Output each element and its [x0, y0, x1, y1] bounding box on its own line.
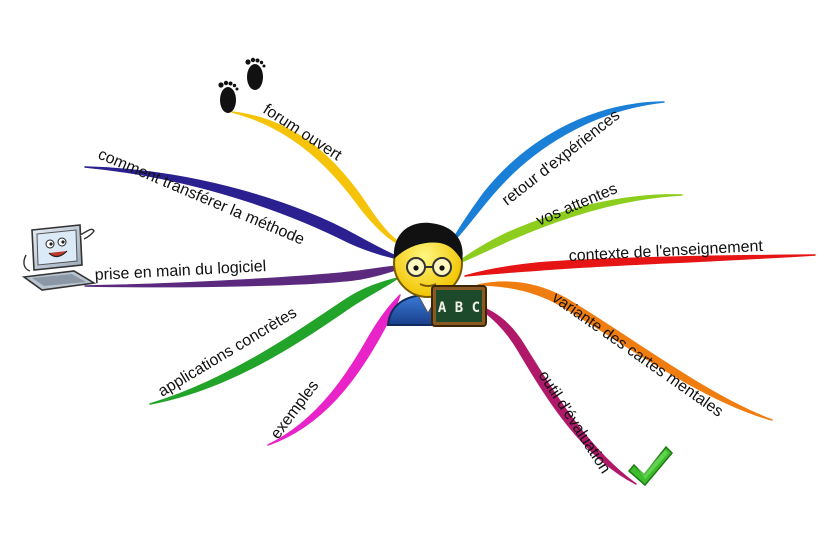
label-forum-ouvert: forum ouvert — [260, 101, 345, 164]
branches — [84, 101, 816, 485]
chalkboard: A B C — [431, 285, 487, 327]
chalkboard-text: A B C — [438, 300, 480, 316]
label-variante: variante des cartes mentales — [549, 289, 726, 420]
checkmark-icon — [627, 445, 674, 487]
teacher-icon — [386, 222, 472, 326]
branch-exemples — [267, 294, 401, 446]
label-evaluation: outil d'évaluation — [535, 368, 614, 477]
footprints-icon — [218, 57, 266, 113]
branch-retour — [449, 101, 665, 246]
laptop-icon — [21, 224, 97, 291]
label-comment-transferer: comment transférer la méthode — [95, 146, 306, 249]
branch-contexte — [464, 254, 816, 277]
